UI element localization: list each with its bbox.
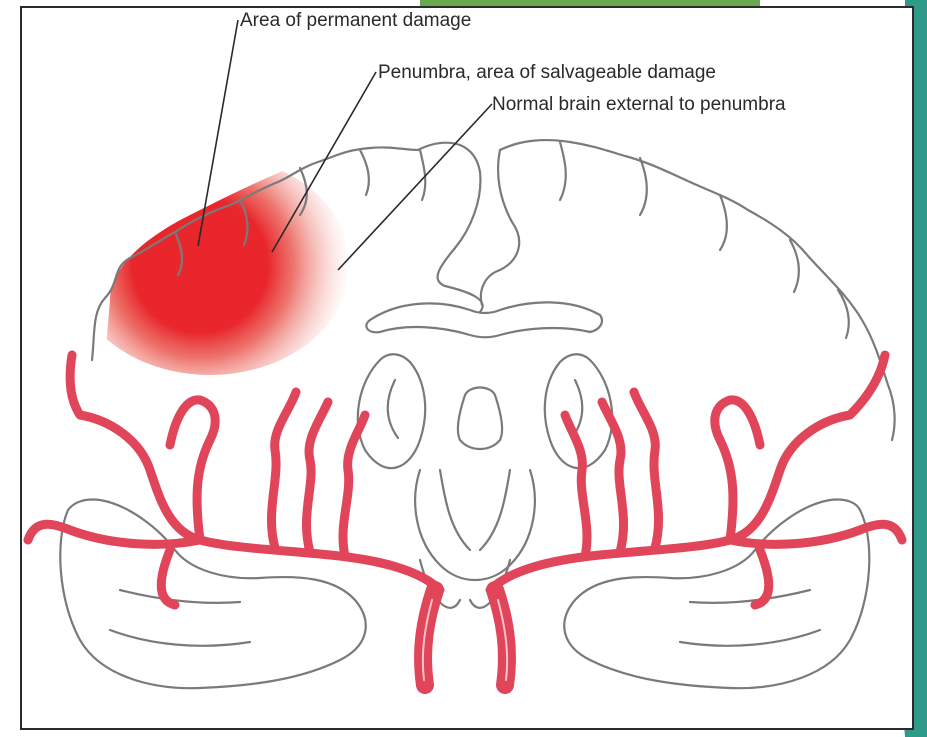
right-temporal-lobe [564, 499, 869, 688]
label-normal-brain: Normal brain external to penumbra [492, 94, 786, 116]
right-hemisphere-outline [500, 140, 895, 440]
cerebral-arteries [28, 355, 902, 605]
label-permanent-damage: Area of permanent damage [240, 10, 471, 32]
leader-normal-brain [338, 104, 492, 270]
infarct-region [70, 155, 350, 375]
label-penumbra: Penumbra, area of salvageable damage [378, 62, 716, 84]
internal-carotid-arteries [423, 590, 507, 685]
left-temporal-lobe [60, 499, 365, 688]
